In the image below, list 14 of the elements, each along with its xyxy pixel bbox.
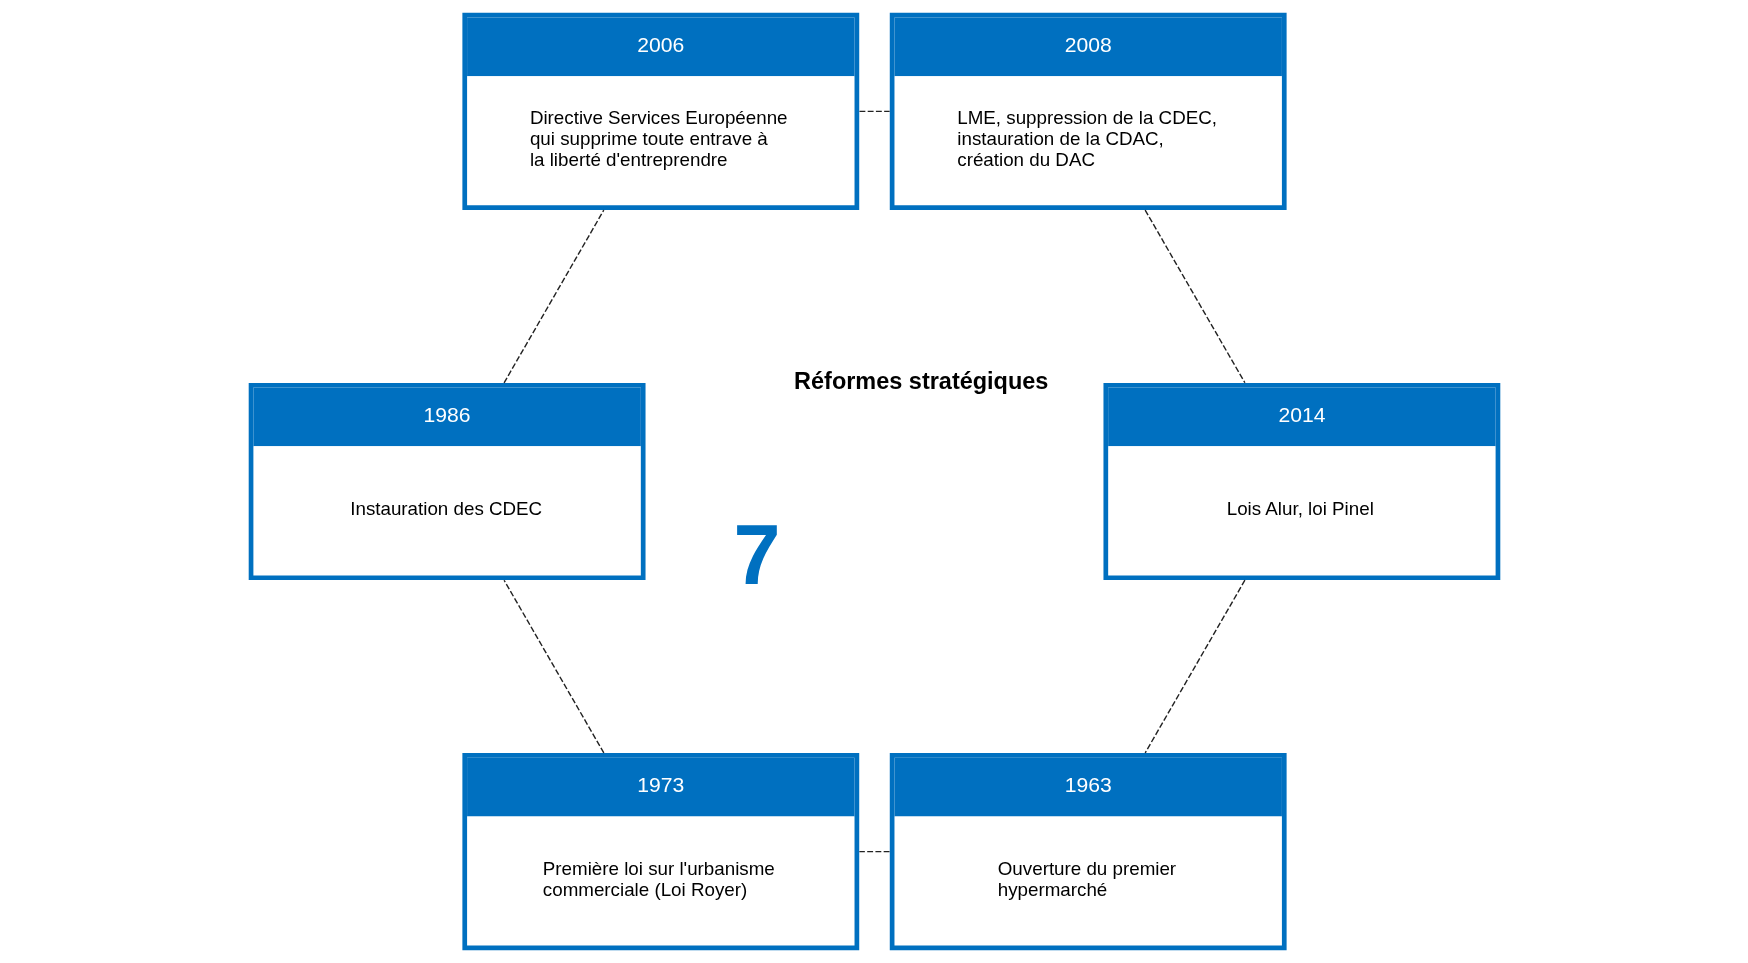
connector — [1144, 579, 1246, 754]
connector — [502, 209, 604, 384]
node-box: 1986 Instauration des CDEC — [248, 382, 646, 581]
connector — [858, 850, 890, 853]
node-box: 2008 LME, suppression de la CDEC, instauration de la CDAC, création du DAC — [889, 12, 1287, 210]
node-box: 1963 Ouverture du premier hypermarché — [889, 753, 1287, 951]
connector — [858, 110, 890, 113]
label: Réformes stratégiques — [793, 367, 1048, 394]
node-box: 2006 Directive Services Européenne qui supprime toute entrave à la liberté d'entreprendre — [461, 12, 859, 210]
node-box: 1973 Première loi sur l'urbanisme commerciale (Loi Royer) — [461, 753, 859, 951]
connector — [502, 579, 605, 754]
label: 7 — [733, 506, 781, 602]
connector — [1143, 209, 1246, 384]
node-box: 2014 Lois Alur, loi Pinel — [1102, 382, 1500, 581]
